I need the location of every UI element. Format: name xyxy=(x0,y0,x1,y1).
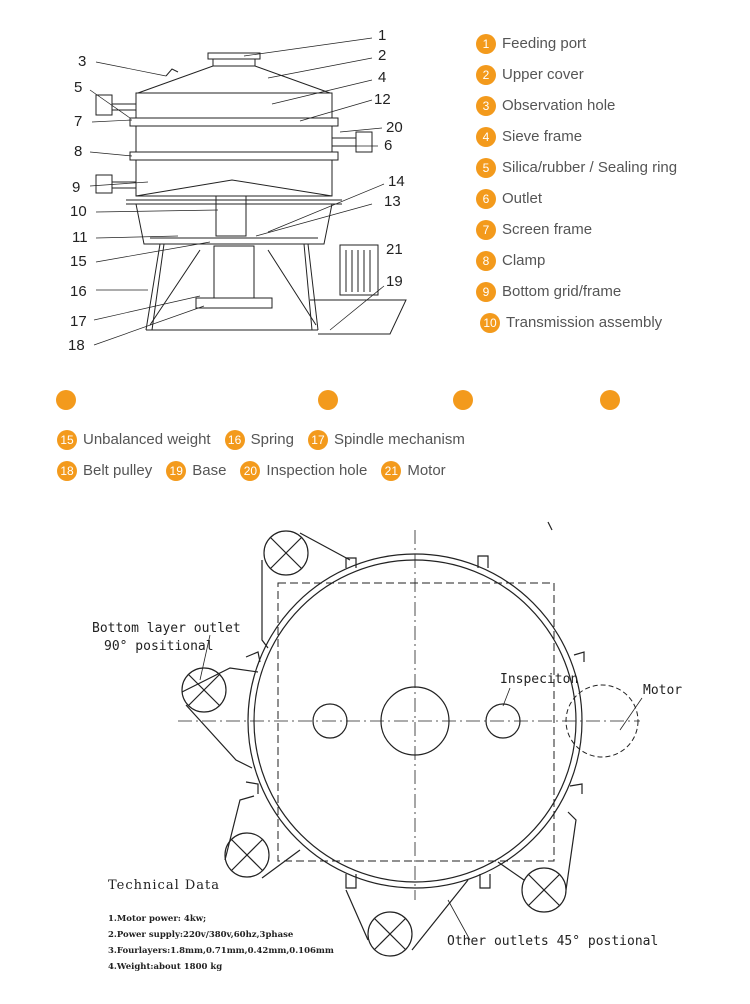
legend-item: 4 Sieve frame xyxy=(476,121,746,152)
legend-number: 2 xyxy=(476,64,496,85)
legend-number: 10 xyxy=(480,312,500,333)
legend-item: 17 Spindle mechanism xyxy=(307,429,465,450)
legend-item: 18 Belt pulley xyxy=(57,460,153,481)
legend-number: 7 xyxy=(476,219,496,240)
legend-number: 6 xyxy=(476,188,496,209)
callout-9: 9 xyxy=(72,179,80,196)
legend-number: 5 xyxy=(476,157,496,178)
callout-19: 19 xyxy=(386,273,403,290)
callout-14: 14 xyxy=(388,173,405,190)
legend-label: Spring xyxy=(250,431,294,448)
legend-label: Sieve frame xyxy=(502,128,583,145)
legend-item: 19 Base xyxy=(166,460,227,481)
legend-label: Clamp xyxy=(502,252,546,269)
legend-label: Observation hole xyxy=(502,97,616,114)
legend-item: 21 Motor xyxy=(381,460,446,481)
legend-number: 21 xyxy=(381,460,402,481)
legend-number: 20 xyxy=(240,460,261,481)
callout-13: 13 xyxy=(384,193,401,210)
legend-label: Upper cover xyxy=(502,66,584,83)
inspection-label: Inspeciton xyxy=(500,672,578,687)
callout-5: 5 xyxy=(74,79,82,96)
parts-legend-lower: 15 Unbalanced weight 16 Spring 17 Spindle m… xyxy=(57,424,717,486)
callout-18: 18 xyxy=(68,337,85,354)
drawing-callouts: 1 2 3 4 5 12 7 20 8 6 9 14 10 13 11 21 1… xyxy=(68,27,405,354)
callout-2: 2 xyxy=(378,47,386,64)
technical-data: Technical Data 1.Motor power: 4kw; 2.Pow… xyxy=(108,878,334,975)
technical-line: 1.Motor power: 4kw; xyxy=(108,914,207,924)
technical-line: 2.Power supply:220v/380v,60hz,3phase xyxy=(108,930,294,940)
technical-data-title: Technical Data xyxy=(108,878,221,893)
callout-11: 11 xyxy=(72,229,88,246)
legend-item: 15 Unbalanced weight xyxy=(57,429,211,450)
marker-dot xyxy=(56,390,76,410)
legend-label: Screen frame xyxy=(502,221,593,238)
empty-marker-row xyxy=(0,390,750,412)
legend-item: 3 Observation hole xyxy=(476,90,746,121)
legend-number: 4 xyxy=(476,126,496,147)
callout-1: 1 xyxy=(378,27,386,44)
callout-21: 21 xyxy=(386,241,403,258)
callout-15: 15 xyxy=(70,253,87,270)
legend-label: Feeding port xyxy=(502,35,587,52)
callout-7: 7 xyxy=(74,113,82,130)
legend-label: Silica/rubber / Sealing ring xyxy=(502,159,678,176)
legend-item: 6 Outlet xyxy=(476,183,746,214)
legend-number: 18 xyxy=(57,460,77,481)
legend-label: Motor xyxy=(407,462,446,479)
callout-20: 20 xyxy=(386,119,403,136)
bottom-outlet-label: Bottom layer outlet xyxy=(92,621,241,636)
legend-number: 17 xyxy=(307,429,328,450)
legend-number: 16 xyxy=(224,429,245,450)
other-outlets-label: Other outlets 45° postional xyxy=(447,934,658,949)
legend-item: 2 Upper cover xyxy=(476,59,746,90)
legend-label: Belt pulley xyxy=(83,462,153,479)
legend-item: 9 Bottom grid/frame xyxy=(476,276,746,307)
callout-8: 8 xyxy=(74,143,82,160)
marker-dot xyxy=(318,390,338,410)
legend-item: 1 Feeding port xyxy=(476,28,746,59)
callout-3: 3 xyxy=(78,53,86,70)
legend-number: 3 xyxy=(476,95,496,116)
legend-label: Bottom grid/frame xyxy=(502,283,622,300)
legend-number: 1 xyxy=(476,33,496,54)
legend-row: 18 Belt pulley 19 Base 20 Inspection hole 2… xyxy=(57,455,717,486)
legend-row: 15 Unbalanced weight 16 Spring 17 Spindle m… xyxy=(57,424,717,455)
callout-6: 6 xyxy=(384,137,392,154)
legend-label: Inspection hole xyxy=(266,462,368,479)
legend-label: Spindle mechanism xyxy=(333,431,465,448)
legend-item: 10 Transmission assembly xyxy=(480,307,746,338)
callout-12: 12 xyxy=(374,91,391,108)
callout-16: 16 xyxy=(70,283,87,300)
legend-number: 8 xyxy=(476,250,496,271)
legend-number: 19 xyxy=(166,460,187,481)
legend-label: Base xyxy=(192,462,227,479)
technical-line: 3.Fourlayers:1.8mm,0.71mm,0.42mm,0.106mm xyxy=(108,946,334,956)
legend-number: 9 xyxy=(476,281,496,302)
bottom-outlet-position-label: 90° positional xyxy=(104,639,214,654)
legend-number: 15 xyxy=(57,429,77,450)
technical-line: 4.Weight:about 1800 kg xyxy=(108,962,223,972)
legend-item: 8 Clamp xyxy=(476,245,746,276)
legend-label: Transmission assembly xyxy=(506,314,663,331)
motor-label: Motor xyxy=(643,683,682,698)
legend-item: 7 Screen frame xyxy=(476,214,746,245)
marker-dot xyxy=(453,390,473,410)
marker-dot xyxy=(600,390,620,410)
legend-label: Unbalanced weight xyxy=(83,431,211,448)
callout-4: 4 xyxy=(378,69,386,86)
callout-17: 17 xyxy=(70,313,87,330)
callout-10: 10 xyxy=(70,203,87,220)
legend-item: 20 Inspection hole xyxy=(240,460,368,481)
sieve-elevation-drawing: 1 2 3 4 5 12 7 20 8 6 9 14 10 13 11 21 1… xyxy=(68,27,407,354)
legend-label: Outlet xyxy=(502,190,543,207)
legend-item: 5 Silica/rubber / Sealing ring xyxy=(476,152,746,183)
legend-item: 16 Spring xyxy=(224,429,294,450)
parts-legend: 1 Feeding port 2 Upper cover 3 Observation … xyxy=(476,28,746,338)
